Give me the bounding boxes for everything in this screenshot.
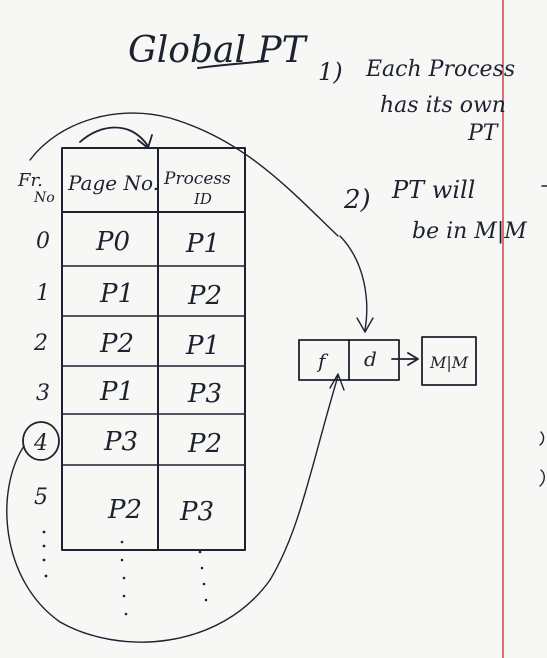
title-underline xyxy=(197,60,269,69)
loop-arrow xyxy=(29,112,339,237)
frame-number: 3 xyxy=(36,381,50,406)
process-cell: P3 xyxy=(179,497,214,527)
frame-number: 5 xyxy=(34,485,48,510)
page-cell: P3 xyxy=(103,427,138,457)
frame-number: 0 xyxy=(36,229,50,254)
table-border xyxy=(61,147,246,551)
page-cell: P0 xyxy=(95,227,130,257)
note-2-number: 2) xyxy=(343,185,371,215)
frame-to-address-loop xyxy=(6,375,339,643)
process-id-header-line-1: Process xyxy=(163,169,231,189)
note-1-line-2: has its own xyxy=(380,93,506,118)
frame-header-line-2: No xyxy=(33,190,55,206)
page-cell: P1 xyxy=(99,279,134,309)
process-cell: P1 xyxy=(185,331,220,361)
frame-number: 1 xyxy=(36,281,50,306)
page-cell: P2 xyxy=(99,329,134,359)
page-no-header: Page No. xyxy=(67,171,159,195)
arrowhead xyxy=(137,134,153,149)
process-cell: P3 xyxy=(187,379,222,409)
address-offset-field: d xyxy=(364,347,377,371)
arrow-to-address xyxy=(339,235,368,331)
continuation-dots xyxy=(42,530,208,616)
note-1-number: 1) xyxy=(318,58,343,86)
frame-number: 4 xyxy=(33,431,48,456)
edge-mark xyxy=(539,431,545,446)
highlighted-frame-circle xyxy=(22,421,60,461)
process-id-header-line-2: ID xyxy=(193,190,212,208)
page-cell: P2 xyxy=(107,495,142,525)
main-memory-box xyxy=(421,336,477,386)
frame-header-line-1: Fr. xyxy=(17,170,43,191)
global-page-table: Fr. No Page No. Process ID 0 P0 P1 1 P1 … xyxy=(17,147,246,616)
arrowhead xyxy=(356,317,374,333)
address-frame-field: f xyxy=(316,349,329,373)
frame-number: 2 xyxy=(33,331,48,356)
arrowhead xyxy=(329,373,345,391)
title-to-table-arrow xyxy=(79,126,149,147)
process-cell: P2 xyxy=(187,281,222,311)
main-memory-label: M|M xyxy=(429,353,469,372)
edge-mark xyxy=(539,469,545,487)
note-2-line-1: PT will xyxy=(391,176,475,204)
page-title: Global PT xyxy=(128,30,309,71)
process-cell: P2 xyxy=(187,429,222,459)
arrowhead xyxy=(407,352,419,366)
note-1-line-1: Each Process xyxy=(365,57,515,82)
address-box: f d xyxy=(298,339,400,381)
page-cell: P1 xyxy=(99,377,134,407)
note-1-line-3: PT xyxy=(467,121,500,146)
process-cell: P1 xyxy=(185,229,220,259)
note-2-line-2: be in M|M xyxy=(412,219,527,244)
